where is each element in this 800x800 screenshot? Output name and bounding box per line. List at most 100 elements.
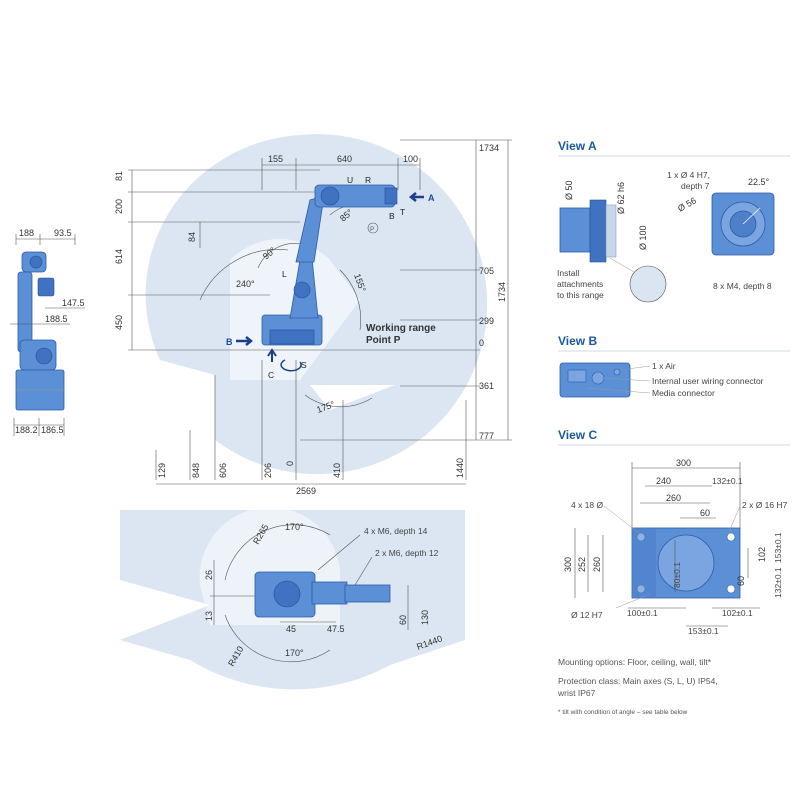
- point-p-marker: [367, 222, 379, 234]
- axis-u: U: [347, 175, 353, 185]
- top-label-170-lower: 170°: [285, 648, 304, 658]
- angle-arc-175: [304, 394, 373, 408]
- main-dim-bottom-4: 206: [263, 463, 273, 478]
- view-c-dim-top-300: 300: [676, 458, 691, 468]
- view-c-dim-left-260: 260: [592, 557, 602, 572]
- view-a-install-1: Install: [557, 268, 579, 278]
- main-dim-left-2: 200: [114, 199, 124, 214]
- main-dim-right-7: 1734: [497, 282, 507, 302]
- view-a-flange: [589, 199, 607, 263]
- axis-s-rotation: [280, 359, 302, 372]
- view-a-angle: 22.5°: [748, 177, 770, 187]
- view-a-heading: View A: [558, 139, 597, 153]
- view-c-side-block: [632, 528, 656, 598]
- view-c-holes-left: 4 x 18 Ø: [571, 500, 604, 510]
- view-b-label: B: [226, 337, 233, 347]
- view-a-arrow: [408, 192, 424, 202]
- angle-240: 240°: [236, 279, 255, 289]
- top-dim-5: 60: [398, 615, 408, 625]
- view-c-heading: View C: [558, 428, 597, 442]
- view-b-connector-2: [591, 371, 605, 385]
- view-a-label: A: [428, 193, 435, 203]
- main-dim-right-3: 299: [479, 316, 494, 326]
- view-b: View B 1 x Air Internal user wiring conn…: [558, 334, 790, 398]
- top-dim-6: 130: [420, 610, 430, 625]
- axis-p: P: [370, 226, 374, 233]
- side-wrist-joint: [29, 255, 43, 269]
- main-dim-bottom-7: 1440: [455, 458, 465, 478]
- view-c-dim-right-132: 132±0.1: [773, 567, 783, 598]
- main-dim-bottom-3: 606: [218, 463, 228, 478]
- view-a-install-2: attachments: [557, 279, 603, 289]
- main-dim-bottom-5: 0: [285, 461, 295, 466]
- main-view: 155 640 100 81 200 614 450 84 1734 705 2…: [114, 134, 512, 496]
- view-b-air: 1 x Air: [652, 361, 676, 371]
- axis-b: B: [389, 211, 395, 221]
- top-dim-4: 47.5: [327, 624, 345, 634]
- angle-arc-240: [199, 249, 289, 301]
- side-dim-mid-2: 188.5: [45, 314, 68, 324]
- view-b-connector-label-2: Media connector: [652, 388, 715, 398]
- top-holes-2: 2 x M6, depth 12: [375, 548, 439, 558]
- view-c-hole-br: [726, 584, 736, 594]
- top-view: 26 13 R265 170° 170° R410 R1440 4 x M6, …: [120, 507, 465, 690]
- top-holes-1: 4 x M6, depth 14: [364, 526, 428, 536]
- main-dim-right-1: 1734: [479, 143, 499, 153]
- main-dim-left-1: 81: [114, 171, 124, 181]
- side-dim-mid-1: 147.5: [62, 298, 85, 308]
- view-c-dim-top-260: 260: [666, 493, 681, 503]
- main-dim-top-1: 155: [268, 154, 283, 164]
- mounting-note: Mounting options: Floor, ceiling, wall, …: [558, 657, 712, 667]
- top-robot-arm: [311, 581, 348, 605]
- view-a-install-3: to this range: [557, 290, 604, 300]
- view-c-dim-left-252: 252: [577, 557, 587, 572]
- protection-note-1: Protection class: Main axes (S, L, U) IP…: [558, 676, 718, 686]
- main-dim-top-2: 640: [337, 154, 352, 164]
- view-c-holes-right: 2 x Ø 16 H7: [742, 500, 788, 510]
- view-c: View C 300 240 132±0.1 260 60 4 x 18 Ø 2…: [558, 428, 790, 636]
- view-c-dim-left-300: 300: [563, 557, 573, 572]
- axis-s: S: [301, 360, 307, 370]
- view-b-heading: View B: [558, 334, 597, 348]
- angle-arc-155: [339, 269, 361, 331]
- view-c-dim-top-60: 60: [700, 508, 710, 518]
- view-a-hole-note-2: depth 7: [681, 181, 710, 191]
- view-b-arrow: [236, 336, 254, 346]
- footnote: * tilt with condition of angle – see tab…: [558, 709, 688, 716]
- main-dim-right-4: 0: [479, 338, 484, 348]
- view-c-dim-top-240: 240: [656, 476, 671, 486]
- main-dim-total: 2569: [296, 486, 316, 496]
- side-motor: [37, 277, 55, 297]
- top-dim-3: 45: [286, 624, 296, 634]
- main-robot-base-plate: [269, 329, 315, 345]
- side-dim-top-1: 188: [19, 228, 34, 238]
- view-b-connector-label-1: Internal user wiring connector: [652, 376, 764, 386]
- notes: Mounting options: Floor, ceiling, wall, …: [557, 657, 718, 716]
- view-a-dim-50: Ø 50: [564, 180, 574, 200]
- working-range-notch: [310, 385, 395, 410]
- protection-note-2: wrist IP67: [557, 688, 596, 698]
- main-dim-right-2: 705: [479, 266, 494, 276]
- view-a: View A Ø 50 Ø 62 h6 Ø 100 Install attach…: [557, 139, 790, 303]
- view-a-dim-56: Ø 56: [676, 195, 698, 213]
- view-c-dim-inner-80: 80±0.1: [672, 562, 682, 588]
- working-range-label: Working range: [366, 323, 436, 334]
- view-c-dim-top-132: 132±0.1: [712, 476, 743, 486]
- top-dim-2: 13: [204, 611, 214, 621]
- top-robot-forearm: [344, 584, 391, 603]
- side-dim-bottom-1: 188.2: [15, 425, 38, 435]
- side-dim-top-2: 93.5: [54, 228, 72, 238]
- axis-t: T: [400, 207, 405, 217]
- view-a-dim-100: Ø 100: [638, 225, 648, 250]
- main-dim-bottom-6: 410: [332, 463, 342, 478]
- view-a-flange-body: [559, 207, 591, 253]
- view-c-dim-right-102: 102: [757, 547, 767, 562]
- top-dim-1: 26: [204, 570, 214, 580]
- main-dim-bottom-2: 848: [191, 463, 201, 478]
- main-dim-bottom-1: 129: [157, 463, 167, 478]
- main-dim-top-3: 100: [403, 154, 418, 164]
- view-c-dim-bottom-153: 153±0.1: [688, 626, 719, 636]
- view-c-dim-right-153: 153±0.1: [773, 532, 783, 563]
- axis-l: L: [282, 269, 287, 279]
